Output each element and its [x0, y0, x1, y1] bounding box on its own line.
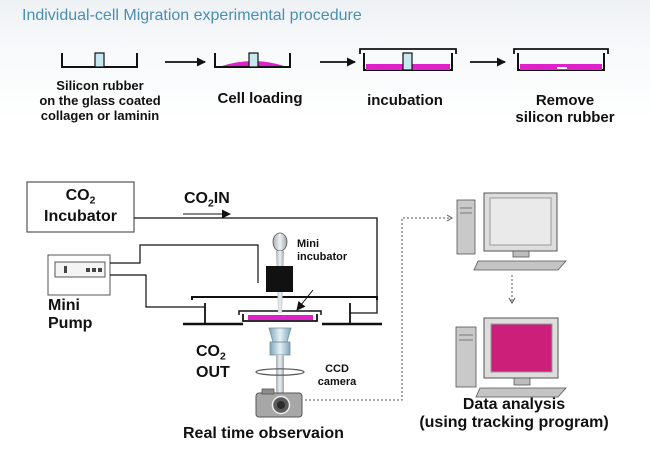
co2-out-word: OUT	[196, 363, 230, 381]
mini-pump-label: Mini Pump	[48, 297, 92, 334]
microscope	[255, 232, 305, 399]
ccd-line2: camera	[317, 375, 357, 388]
page-title: Individual-cell Migration experimental p…	[22, 7, 362, 24]
co2-out-co: CO	[196, 343, 220, 360]
co2-in-label: CO2IN	[184, 190, 230, 211]
tube-lens	[255, 368, 305, 376]
microscope-stage	[183, 296, 382, 326]
ccd-camera-label: CCD camera	[312, 363, 362, 388]
co2-in-co: CO	[184, 190, 208, 207]
mini-incubator-line1: Mini	[297, 238, 319, 250]
incubator-co: CO	[65, 187, 90, 204]
mini-pump-line2: Pump	[48, 315, 93, 333]
dish-lid	[513, 48, 609, 54]
step1-dish	[61, 52, 138, 68]
step4-line1: Remove	[535, 92, 595, 109]
data-analysis-label: Data analysis (using tracking program)	[398, 396, 630, 433]
pump-tube-2	[110, 274, 205, 308]
incubator-word: Incubator	[44, 207, 117, 225]
step2-dish	[214, 52, 291, 68]
mini-incubator-label: Mini incubator	[297, 238, 347, 263]
ccd-line1: CCD	[325, 363, 349, 375]
co2-incubator-label: CO2 Incubator	[27, 187, 134, 226]
co2-out-label: CO2 OUT	[196, 343, 230, 382]
silicon-rubber-insert	[248, 52, 259, 68]
analysis-line2: (using tracking program)	[419, 414, 609, 432]
computer-icon	[456, 192, 567, 271]
step1-line2: on the glass coated	[39, 92, 161, 108]
analysis-line1: Data analysis	[462, 396, 566, 413]
silicon-rubber-insert	[94, 52, 105, 68]
optical-path	[276, 355, 284, 399]
co2-out-sub: 2	[220, 351, 226, 363]
step1-line3: collagen or laminin	[40, 107, 160, 123]
step1-line1: Silicon rubber	[56, 78, 144, 93]
step4-line2: silicon rubber	[515, 109, 615, 127]
co2-in-suffix: IN	[213, 190, 230, 207]
light-source	[272, 232, 288, 252]
objective-lens	[268, 327, 292, 343]
analysis-screen	[490, 323, 553, 373]
mini-pump-device	[47, 254, 111, 296]
co2-in-line	[134, 217, 378, 314]
mini-pump-line1: Mini	[48, 297, 80, 314]
condenser-block	[266, 266, 293, 292]
mini-incubator-pointer	[296, 289, 314, 311]
incubator-sub: 2	[89, 195, 96, 207]
co2-incubator-box	[26, 181, 135, 233]
step3-label: incubation	[367, 92, 443, 109]
mini-incubator-line2: incubator	[297, 250, 348, 263]
step4-dish	[513, 48, 609, 71]
step3-dish	[359, 48, 457, 71]
camera-icon	[255, 388, 303, 418]
co2-in-sub: 2	[208, 198, 214, 210]
observation-label: Real time observaion	[183, 425, 344, 442]
step1-label: Silicon rubber on the glass coated colla…	[10, 78, 190, 124]
step4-label: Remove silicon rubber	[490, 92, 640, 127]
pump-tube-1	[110, 244, 259, 283]
dish-lid	[359, 48, 457, 54]
data-link-line	[305, 217, 452, 401]
step2-label: Cell loading	[217, 90, 303, 107]
analysis-computer-icon	[455, 317, 567, 398]
